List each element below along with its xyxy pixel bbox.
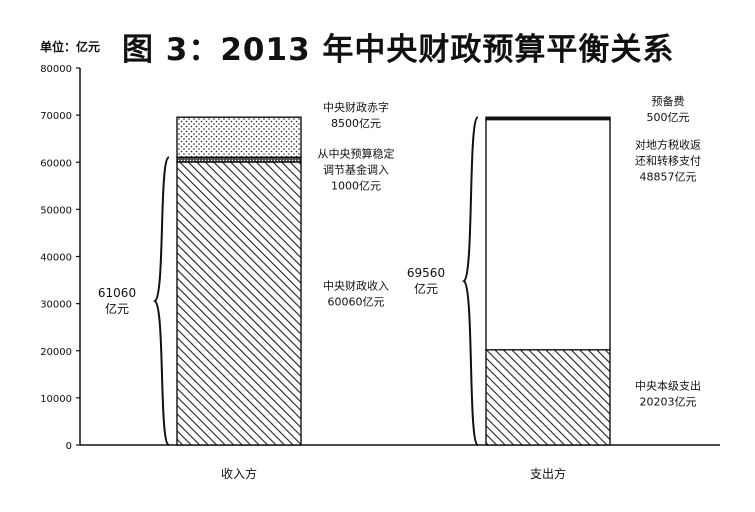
segment-label: 500亿元 [647, 111, 690, 124]
y-tick-label: 10000 [40, 394, 72, 405]
bar-segment [176, 156, 302, 163]
bar-segment [485, 116, 611, 121]
x-tick-label: 收入方 [221, 466, 257, 481]
segment-label: 从中央预算稳定 [318, 147, 395, 161]
segment-label: 调节基金调入 [323, 163, 389, 177]
y-tick-label: 50000 [40, 205, 72, 216]
bar-segment [485, 349, 611, 446]
brace-label: 69560 [407, 266, 445, 280]
y-tick-label: 80000 [40, 64, 72, 75]
bar-segment [176, 161, 302, 446]
segment-label: 中央财政收入 [323, 278, 389, 292]
y-tick-label: 0 [66, 441, 72, 452]
segment-label: 8500亿元 [331, 117, 381, 130]
segment-label: 中央本级支出 [635, 378, 701, 392]
segment-label: 还和转移支付 [635, 154, 701, 168]
y-tick-label: 30000 [40, 300, 72, 311]
segment-label: 60060亿元 [328, 295, 385, 308]
bar-segment [176, 116, 302, 158]
brace-label: 61060 [98, 286, 136, 300]
y-tick-label: 40000 [40, 253, 72, 264]
brace-label: 亿元 [105, 301, 129, 316]
total-brace [153, 156, 170, 446]
chart-title: 图 3：2013 年中央财政预算平衡关系 [122, 32, 675, 68]
segment-label: 中央财政赤字 [323, 100, 389, 114]
y-tick-label: 70000 [40, 111, 72, 122]
x-tick-label: 支出方 [530, 466, 566, 481]
y-tick-label: 20000 [40, 347, 72, 358]
total-brace [462, 116, 479, 446]
bar-segment [485, 118, 611, 351]
segment-label: 48857亿元 [640, 171, 697, 184]
y-tick-label: 60000 [40, 158, 72, 169]
segment-label: 对地方税收返 [635, 138, 701, 152]
brace-label: 亿元 [414, 281, 438, 296]
segment-label: 1000亿元 [331, 180, 381, 193]
segment-label: 20203亿元 [640, 395, 697, 408]
unit-label: 单位：亿元 [40, 40, 101, 54]
segment-label: 预备费 [652, 94, 685, 108]
